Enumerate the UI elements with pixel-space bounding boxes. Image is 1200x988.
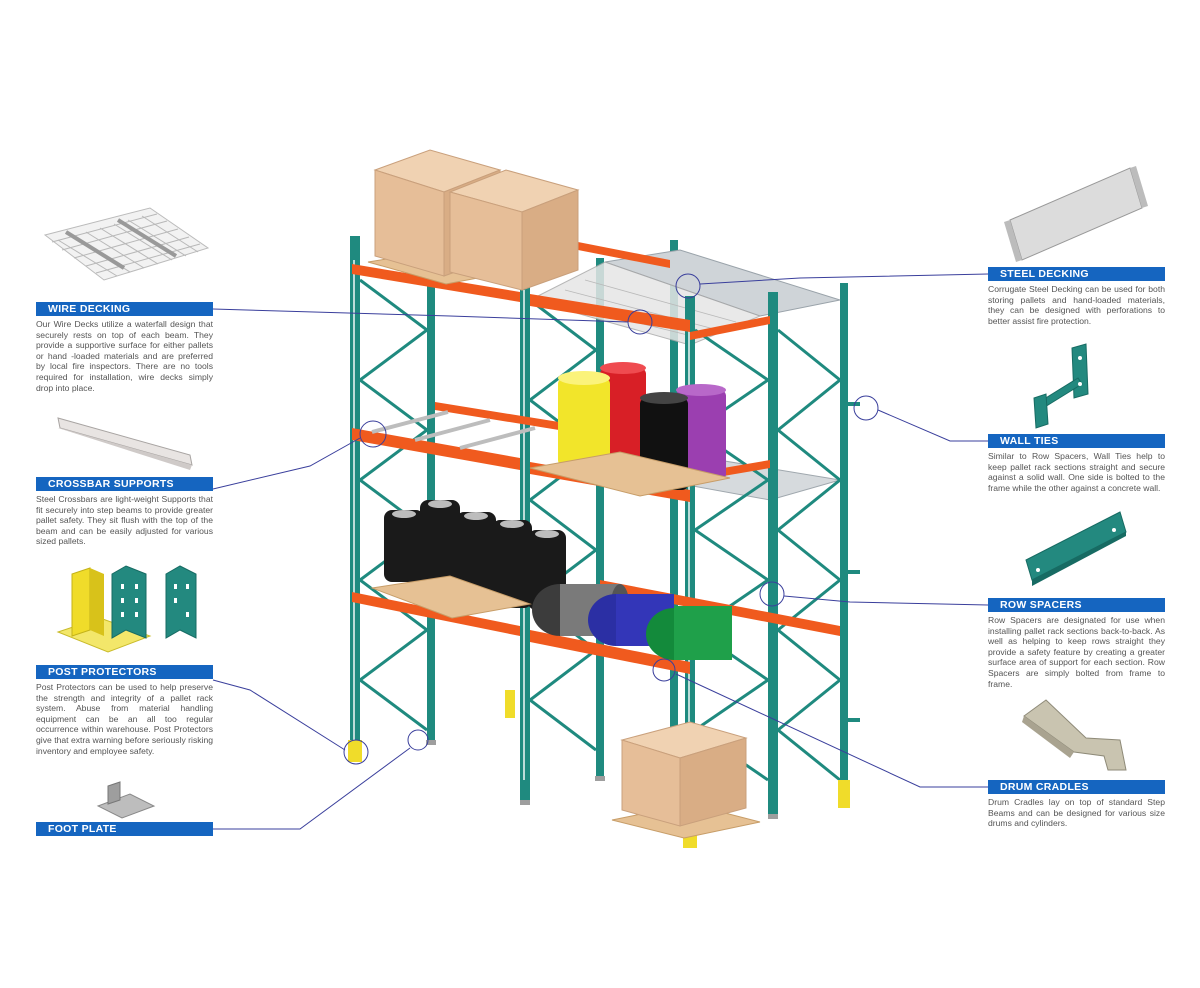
crossbar-supports-description: Steel Crossbars are light-weight Support… (36, 494, 213, 547)
horizontal-drums (532, 584, 732, 660)
post-protectors-description: Post Protectors can be used to help pres… (36, 682, 213, 756)
wall-ties-label: WALL TIES (988, 434, 1165, 448)
connector-drum-cradles (675, 673, 988, 788)
marker-steel-decking (675, 273, 701, 299)
drum-cradles-label: DRUM CRADLES (988, 780, 1165, 794)
row-spacers-description: Row Spacers are designated for use when … (988, 615, 1165, 689)
callout-steel-decking: STEEL DECKING Corrugate Steel Decking ca… (988, 267, 1165, 326)
steel-decking-description: Corrugate Steel Decking can be used for … (988, 284, 1165, 326)
callout-row-spacers: ROW SPACERS Row Spacers are designated f… (988, 598, 1165, 689)
marker-row-spacers (759, 581, 785, 607)
top-pallet-boxes (367, 149, 580, 291)
connector-foot-plate (213, 747, 411, 830)
marker-post-protector (343, 739, 369, 765)
foot-plate-thumbnail (96, 781, 156, 819)
wall-tie-thumbnail (1033, 343, 1089, 429)
post-protector-thumbnail (56, 565, 197, 653)
foot-plates (426, 740, 778, 819)
callout-drum-cradles: DRUM CRADLES Drum Cradles lay on top of … (988, 780, 1165, 829)
connector-wall-ties (877, 409, 988, 442)
connector-wire-decking (212, 308, 629, 323)
callout-foot-plate: FOOT PLATE (36, 822, 213, 836)
post-protectors-label: POST PROTECTORS (36, 665, 213, 679)
callout-wall-ties: WALL TIES Similar to Row Spacers, Wall T… (988, 434, 1165, 493)
connector-steel-decking (699, 273, 989, 285)
frame-bracing (357, 278, 843, 782)
wire-decking-description: Our Wire Decks utilize a waterfall desig… (36, 319, 213, 393)
connector-crossbar (212, 437, 361, 490)
row-spacer-thumbnail (1025, 511, 1127, 586)
wall-ties-description: Similar to Row Spacers, Wall Ties help t… (988, 451, 1165, 493)
wire-decking-label: WIRE DECKING (36, 302, 213, 316)
marker-wire-decking (627, 309, 653, 335)
marker-wall-ties (853, 395, 879, 421)
marker-foot-plate (407, 729, 429, 751)
crossbar-thumbnail (57, 417, 193, 470)
marker-crossbar (359, 420, 387, 448)
loads (367, 149, 761, 839)
callout-crossbar-supports: CROSSBAR SUPPORTS Steel Crossbars are li… (36, 477, 213, 547)
steel-decking-label: STEEL DECKING (988, 267, 1165, 281)
floor-pallet-box (611, 721, 761, 839)
tires (370, 500, 566, 619)
drum-cradle-thumbnail (1022, 699, 1127, 771)
wire-decking-thumbnail (43, 207, 210, 281)
callout-wire-decking: WIRE DECKING Our Wire Decks utilize a wa… (36, 302, 213, 393)
marker-drum-cradles (652, 658, 676, 682)
row-spacers-label: ROW SPACERS (988, 598, 1165, 612)
foot-plate-label: FOOT PLATE (36, 822, 213, 836)
drum-cradles-description: Drum Cradles lay on top of standard Step… (988, 797, 1165, 829)
drums (529, 362, 731, 497)
connectors (212, 273, 989, 830)
crossbar-supports-label: CROSSBAR SUPPORTS (36, 477, 213, 491)
connector-row-spacers (783, 595, 989, 606)
connector-post-protector (212, 679, 346, 751)
rear-uprights (427, 232, 848, 803)
steel-decking-thumbnail (1004, 166, 1148, 262)
callout-post-protectors: POST PROTECTORS Post Protectors can be u… (36, 665, 213, 756)
